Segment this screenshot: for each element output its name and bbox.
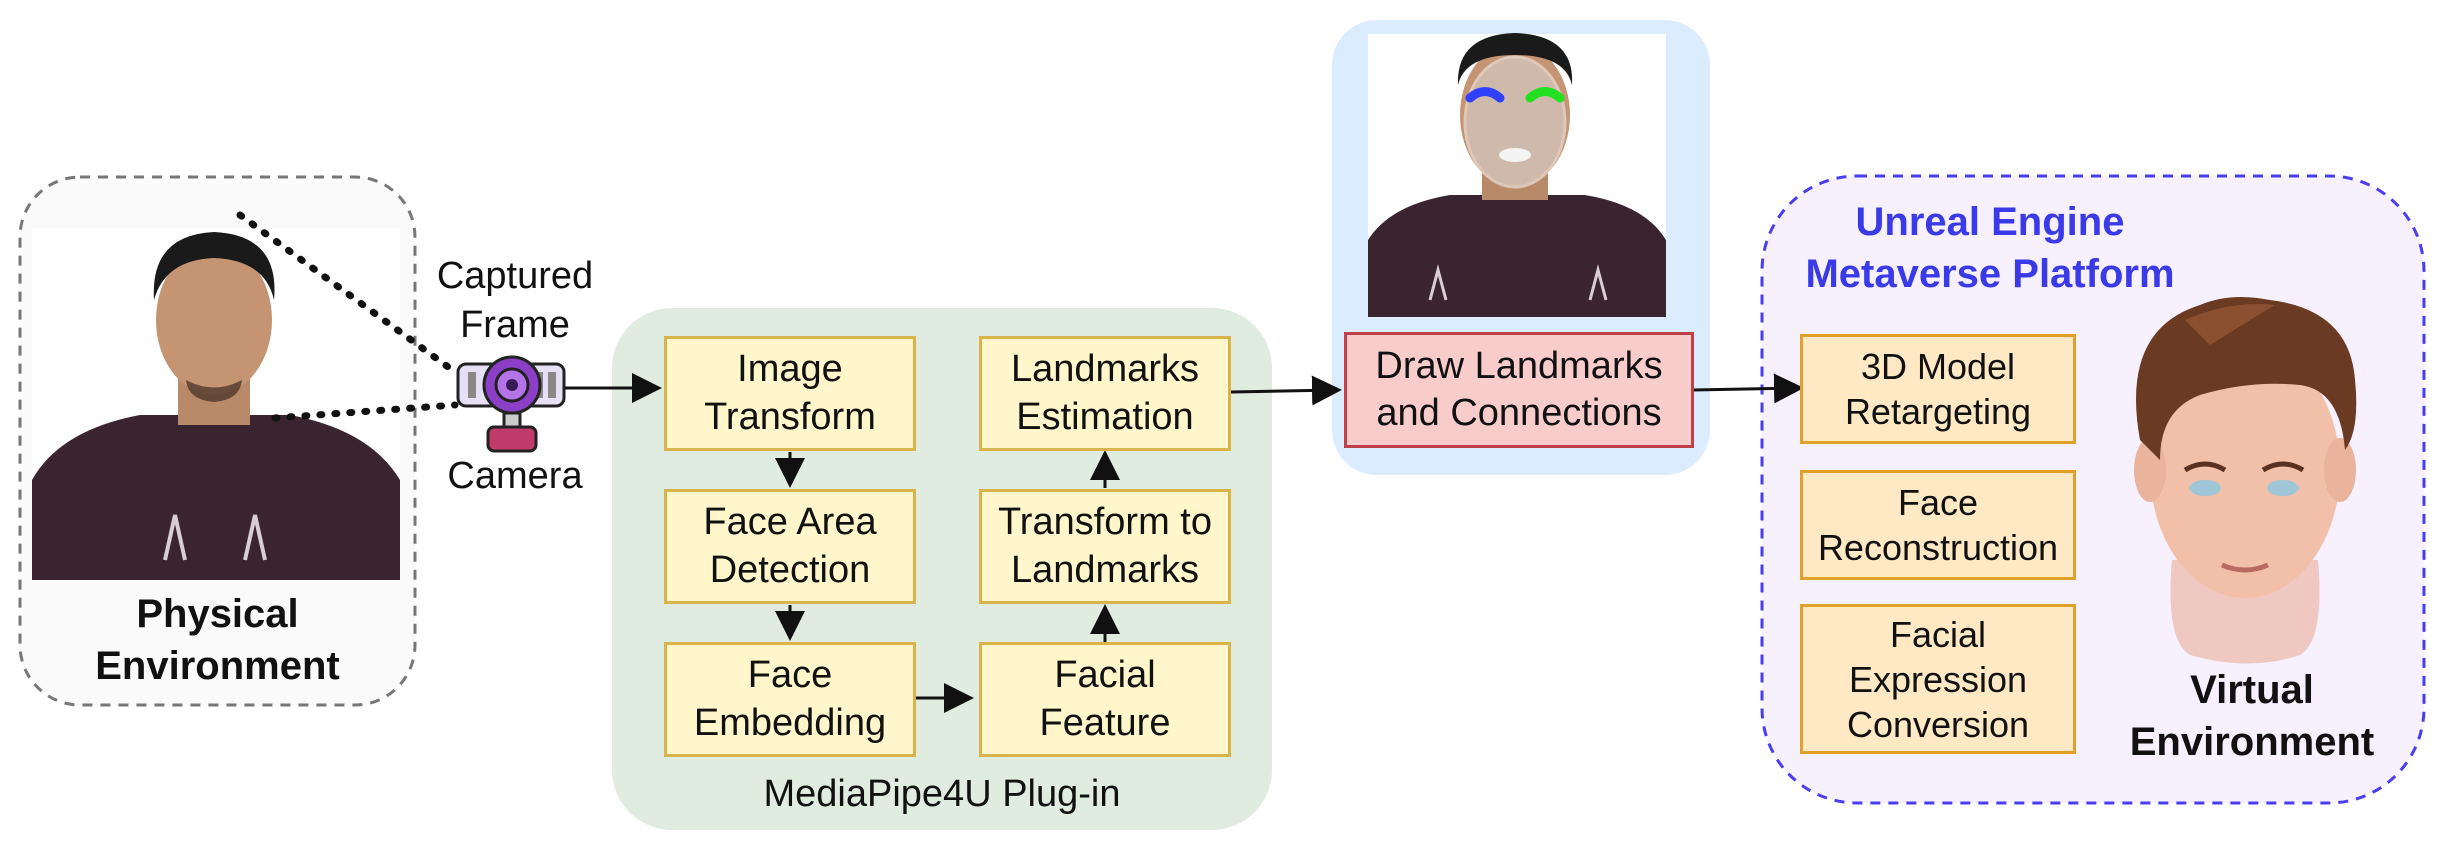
landmarks-estimation-line2: Estimation xyxy=(1016,395,1194,438)
face-embedding-box: Face Embedding xyxy=(664,642,916,757)
retargeting-line1: 3D Model xyxy=(1860,346,2016,387)
virtual-title-line1: Unreal Engine xyxy=(1855,200,2125,244)
face-embedding-line1: Face xyxy=(747,654,833,696)
arrow-draw-to-virtual xyxy=(1692,373,1804,404)
draw-landmarks-line1: Draw Landmarks xyxy=(1375,344,1663,387)
retargeting-line2: Retargeting xyxy=(1844,391,2032,432)
facial-feature-line2: Feature xyxy=(1039,701,1171,744)
plugin-title: MediaPipe4U Plug-in xyxy=(763,773,1121,815)
virtual-character-image xyxy=(2134,296,2357,664)
virtual-platform-title: Unreal Engine Metaverse Platform xyxy=(1780,196,2200,300)
landmarks-estimation-line1: Landmarks xyxy=(1011,348,1199,390)
reconstruction-box: Face Reconstruction xyxy=(1800,470,2076,580)
virtual-environment-label: Virtual Environment xyxy=(2092,664,2412,768)
expression-box: Facial Expression Conversion xyxy=(1800,604,2076,754)
transform-to-landmarks-line1: Transform to xyxy=(998,501,1212,543)
transform-to-landmarks-box: Transform to Landmarks xyxy=(979,489,1231,604)
expression-line1: Facial xyxy=(1889,613,1987,655)
reconstruction-line2: Reconstruction xyxy=(1817,527,2059,568)
face-area-detection-line1: Face Area xyxy=(703,501,877,543)
camera-label: Camera xyxy=(447,455,583,497)
transform-to-landmarks-line2: Landmarks xyxy=(1011,548,1199,591)
expression-line3: Conversion xyxy=(1846,703,2030,745)
expression-line2: Expression xyxy=(1848,658,2028,700)
captured-frame-label: Captured Frame xyxy=(410,252,620,351)
physical-environment-label: Physical Environment xyxy=(40,588,395,692)
virtual-label-line2: Environment xyxy=(2129,720,2375,764)
landmarks-estimation-box: Landmarks Estimation xyxy=(979,336,1231,451)
captured-frame-line1: Captured xyxy=(436,255,594,297)
image-transform-line1: Image xyxy=(737,348,843,390)
reconstruction-line1: Face xyxy=(1897,482,1979,523)
sight-line-top xyxy=(236,211,459,376)
camera-icon xyxy=(456,355,566,453)
retargeting-box: 3D Model Retargeting xyxy=(1800,334,2076,444)
captured-frame-line2: Frame xyxy=(460,304,570,347)
draw-landmarks-box: Draw Landmarks and Connections xyxy=(1344,332,1694,448)
person-photo xyxy=(32,228,400,580)
facial-feature-box: Facial Feature xyxy=(979,642,1231,757)
physical-label-line2: Environment xyxy=(95,644,340,688)
face-embedding-line2: Embedding xyxy=(693,701,887,744)
virtual-label-line1: Virtual xyxy=(2190,668,2314,712)
arrow-estimation-to-draw xyxy=(1230,375,1342,406)
physical-label-line1: Physical xyxy=(136,592,299,636)
image-transform-line2: Transform xyxy=(704,395,876,438)
face-area-detection-line2: Detection xyxy=(709,548,871,591)
virtual-title-line2: Metaverse Platform xyxy=(1805,252,2175,296)
draw-landmarks-line2: and Connections xyxy=(1376,392,1662,434)
image-transform-box: Image Transform xyxy=(664,336,916,451)
facial-feature-line1: Facial xyxy=(1054,654,1156,696)
landmark-face-image xyxy=(1368,33,1666,317)
sight-line-bottom xyxy=(271,401,459,422)
face-area-detection-box: Face Area Detection xyxy=(664,489,916,604)
